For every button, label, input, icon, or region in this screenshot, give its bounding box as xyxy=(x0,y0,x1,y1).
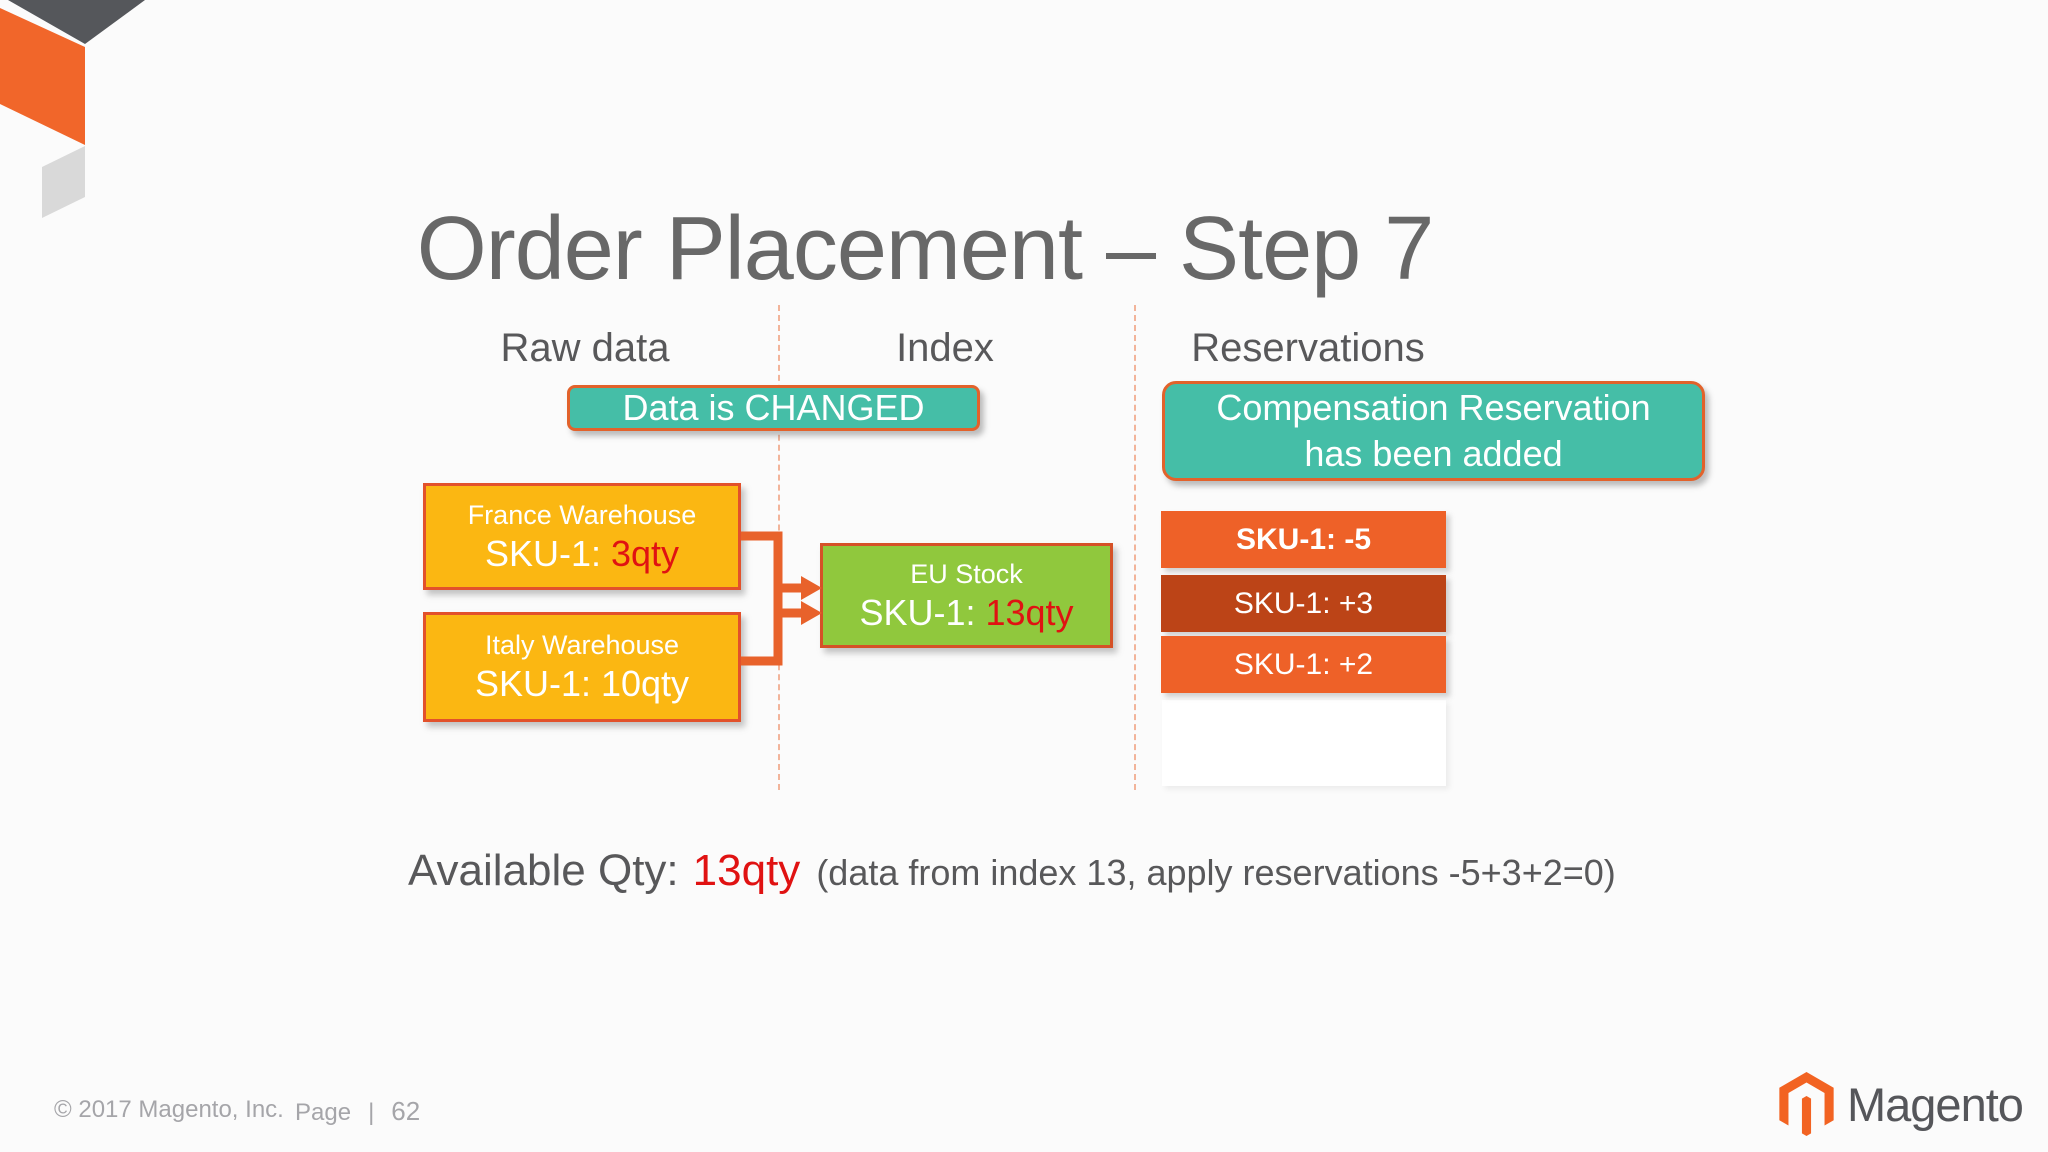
page-indicator: Page | 62 xyxy=(295,1096,420,1127)
italy-warehouse-name: Italy Warehouse xyxy=(484,630,680,660)
callout-data-changed: Data is CHANGED xyxy=(567,385,980,431)
available-qty-value: 13qty xyxy=(692,846,801,895)
reservation-row: SKU-1: +3 xyxy=(1161,575,1446,632)
reservation-label: SKU-1: +2 xyxy=(1233,647,1374,681)
eu-stock-sku-line: SKU-1:13qty xyxy=(859,591,1073,635)
page-label: Page xyxy=(295,1099,352,1126)
callout-compensation-line2: has been added xyxy=(1304,433,1563,474)
magento-logo-text: Magento xyxy=(1847,1077,2024,1131)
page-separator: | xyxy=(368,1099,375,1126)
available-qty-note: (data from index 13, apply reservations … xyxy=(816,852,1616,893)
france-sku-label: SKU-1: xyxy=(484,532,601,574)
callout-compensation-reservation: Compensation Reservation has been added xyxy=(1162,381,1705,481)
copyright-text: © 2017 Magento, Inc. xyxy=(54,1096,284,1123)
column-header-index: Index xyxy=(896,326,994,370)
slide-title: Order Placement – Step 7 xyxy=(416,199,1435,299)
node-france-warehouse: France Warehouse SKU-1:3qty xyxy=(423,483,741,590)
callout-data-changed-label: Data is CHANGED xyxy=(622,387,925,428)
node-italy-warehouse: Italy Warehouse SKU-1:10qty xyxy=(423,612,741,722)
italy-sku-label: SKU-1: xyxy=(474,663,591,704)
france-warehouse-sku-line: SKU-1:3qty xyxy=(485,532,679,576)
eu-sku-qty: 13qty xyxy=(985,591,1074,633)
column-header-raw-data: Raw data xyxy=(500,326,670,370)
available-qty-line: Available Qty: 13qty (data from index 13… xyxy=(408,846,1616,896)
france-warehouse-name: France Warehouse xyxy=(467,499,697,530)
reservation-placeholder-box xyxy=(1162,700,1446,786)
reservation-label: SKU-1: -5 xyxy=(1235,522,1371,556)
column-divider-right xyxy=(1134,305,1136,790)
magento-logo: Magento xyxy=(1778,1072,2024,1136)
merge-arrows-icon xyxy=(741,531,822,666)
magento-corner-decoration-icon xyxy=(0,0,145,218)
eu-sku-label: SKU-1: xyxy=(859,591,976,633)
france-sku-qty: 3qty xyxy=(611,532,680,574)
column-header-reservations: Reservations xyxy=(1191,326,1425,370)
reservation-row: SKU-1: +2 xyxy=(1161,636,1446,693)
eu-stock-name: EU Stock xyxy=(910,558,1023,589)
magento-logo-icon xyxy=(1779,1072,1834,1136)
node-eu-stock: EU Stock SKU-1:13qty xyxy=(820,543,1113,648)
italy-warehouse-sku-line: SKU-1:10qty xyxy=(475,662,689,706)
available-qty-label: Available Qty: xyxy=(408,846,679,895)
callout-compensation-line1: Compensation Reservation xyxy=(1216,387,1651,428)
italy-sku-qty: 10qty xyxy=(600,663,690,704)
reservation-label: SKU-1: +3 xyxy=(1233,586,1374,620)
page-number: 62 xyxy=(391,1096,421,1126)
reservation-row: SKU-1: -5 xyxy=(1161,511,1446,568)
